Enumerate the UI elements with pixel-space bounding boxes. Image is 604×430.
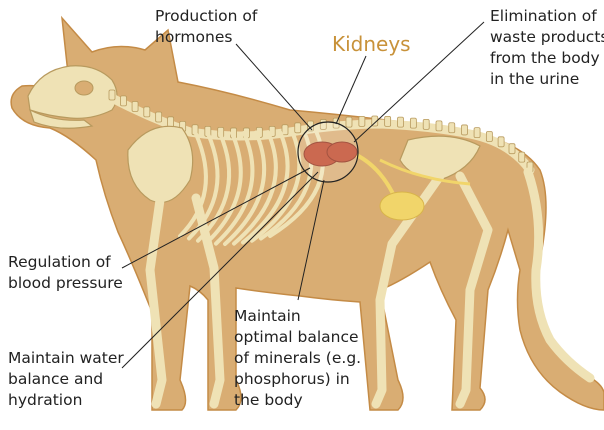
vertebra	[398, 117, 404, 127]
vertebra	[509, 144, 515, 154]
vertebra	[156, 112, 162, 122]
vertebra	[282, 125, 288, 135]
vertebra	[295, 123, 301, 133]
vertebra	[474, 128, 480, 138]
vertebra	[486, 131, 492, 141]
vertebra	[346, 117, 352, 127]
vertebra	[498, 137, 504, 147]
vertebra	[132, 102, 138, 112]
label-mineral-balance: Maintain optimal balance of minerals (e.…	[234, 306, 361, 411]
vertebra	[436, 121, 442, 131]
diagram-title: Kidneys	[332, 32, 411, 56]
vertebra	[144, 107, 150, 117]
vertebra	[461, 125, 467, 135]
label-hormone-production: Production of hormones	[155, 6, 257, 48]
vertebra	[519, 152, 525, 162]
vertebra	[423, 119, 429, 129]
label-blood-pressure: Regulation of blood pressure	[8, 252, 123, 294]
vertebra	[168, 117, 174, 127]
kidney-highlight-circle	[298, 122, 358, 182]
cat-eye-socket	[75, 81, 93, 95]
vertebra	[120, 96, 126, 106]
label-waste-elimination: Elimination of waste products from the b…	[490, 6, 604, 90]
vertebra	[385, 116, 391, 126]
vertebra	[410, 118, 416, 128]
label-water-balance: Maintain water balance and hydration	[8, 348, 124, 411]
vertebra	[109, 90, 115, 100]
leader-line-kidneys-title	[336, 56, 366, 124]
vertebra	[359, 116, 365, 126]
bladder	[380, 192, 424, 220]
cat-skull	[28, 66, 117, 119]
vertebra	[449, 123, 455, 133]
